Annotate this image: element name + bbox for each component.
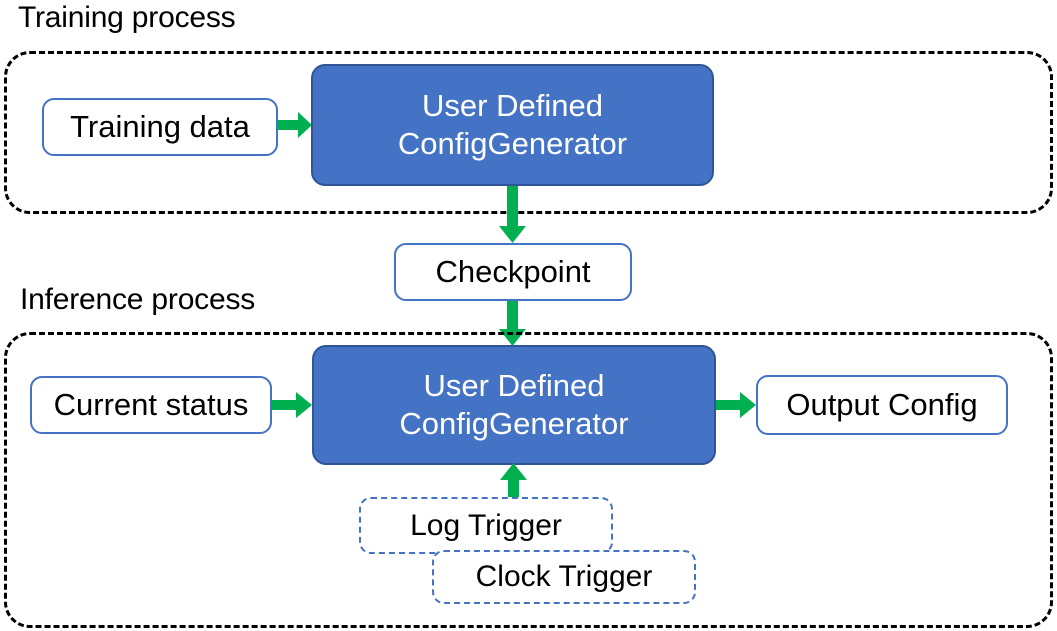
training-process-label: Training process xyxy=(18,1,236,34)
training-data-node[interactable]: Training data xyxy=(42,98,278,156)
arrow-generator-to-output-config xyxy=(716,388,758,422)
log-trigger-node[interactable]: Log Trigger xyxy=(359,497,613,554)
training-generator-line2: ConfigGenerator xyxy=(397,126,628,161)
arrow-triggers-to-generator xyxy=(497,463,531,505)
inference-process-container xyxy=(4,332,1053,628)
inference-process-label: Inference process xyxy=(20,283,256,316)
training-config-generator-node[interactable]: User Defined ConfigGenerator xyxy=(311,64,714,186)
arrow-current-status-to-generator xyxy=(272,388,314,422)
inference-config-generator-node[interactable]: User Defined ConfigGenerator xyxy=(312,345,716,465)
clock-trigger-node[interactable]: Clock Trigger xyxy=(432,550,696,604)
output-config-node[interactable]: Output Config xyxy=(756,375,1008,435)
arrow-training-data-to-generator xyxy=(278,108,314,142)
training-generator-line1: User Defined xyxy=(422,88,603,123)
arrow-generator-to-checkpoint xyxy=(495,186,531,246)
training-process-container xyxy=(4,51,1053,214)
inference-generator-line1: User Defined xyxy=(423,368,605,403)
current-status-node[interactable]: Current status xyxy=(30,376,272,434)
inference-generator-line2: ConfigGenerator xyxy=(399,406,629,441)
checkpoint-node[interactable]: Checkpoint xyxy=(394,243,632,301)
